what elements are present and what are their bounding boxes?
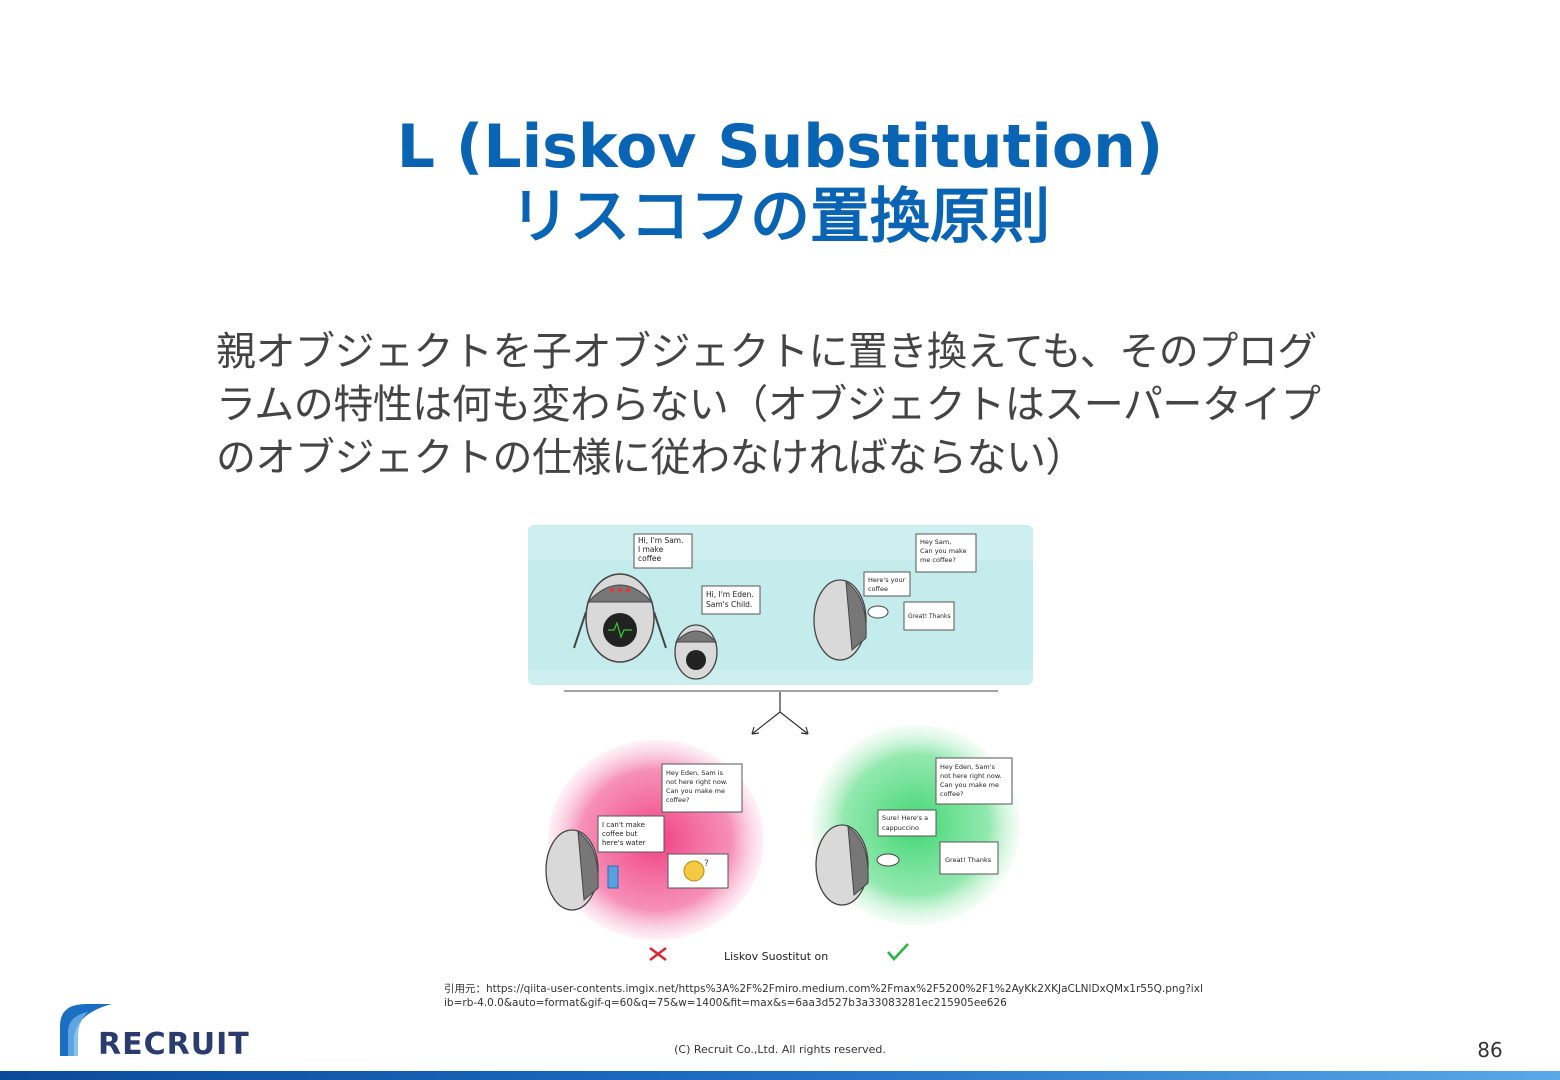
copyright: (C) Recruit Co.,Ltd. All rights reserved… xyxy=(674,1043,886,1056)
body-text: 親オブジェクトを子オブジェクトに置き換えても、そのプログラムの特性は何も変わらな… xyxy=(216,329,1321,481)
svg-text:Hi, I'm Eden. Sam's Chil: Hi, I'm Eden. Sam's Child. xyxy=(706,590,756,609)
svg-text:Here's your coffee: Here's your coffee xyxy=(868,576,907,593)
bottom-bar xyxy=(0,1071,1560,1080)
robot-sam xyxy=(573,573,667,663)
page-number: 86 xyxy=(1477,1038,1503,1062)
svg-text:Great! Thanks: Great! Thanks xyxy=(945,856,992,864)
bubble-heres: Here's your coffee xyxy=(863,571,911,597)
robot-eden-water xyxy=(545,829,619,911)
bubble-good-reply: Sure! Here's a cappuccino xyxy=(877,809,937,837)
title-line-2: リスコフの置換原則 xyxy=(510,182,1050,252)
svg-text:Hey Sam, Can you make: Hey Sam, Can you make me coffee? xyxy=(920,538,969,564)
svg-text:Great! Thanks: Great! Thanks xyxy=(908,613,951,620)
svg-text:Sure! Here's a cappuccin: Sure! Here's a cappuccino xyxy=(882,814,930,832)
slide-title: L (Liskov Substitution) リスコフの置換原則 xyxy=(0,112,1560,252)
branch-arrows xyxy=(751,692,809,735)
svg-text:?: ? xyxy=(704,859,709,869)
svg-text:Hey Eden, Sam is not her: Hey Eden, Sam is not here right now. Can… xyxy=(666,769,730,804)
bubble-good-request: Hey Eden, Sam's not here right now. Can … xyxy=(935,757,1013,805)
illustration-caption: Liskov Suostitut on xyxy=(724,950,828,963)
recruit-logo: RECRUIT xyxy=(60,1004,250,1058)
bubble-eden: Hi, I'm Eden. Sam's Child. xyxy=(701,585,761,615)
svg-text:Hey Eden, Sam's not here: Hey Eden, Sam's not here right now. Can … xyxy=(940,763,1004,798)
svg-text:I can't make coffee but: I can't make coffee but here's water xyxy=(602,821,647,847)
cross-icon xyxy=(649,947,667,961)
svg-text:Hi, I'm Sam. I make: Hi, I'm Sam. I make coffee xyxy=(638,536,686,563)
citation: 引用元：https://qiita-user-contents.imgix.ne… xyxy=(444,983,1203,1009)
robot-eden-cappuccino xyxy=(815,824,900,906)
confused-emoji-bubble: ? xyxy=(667,853,729,889)
svg-text:RECRUIT: RECRUIT xyxy=(98,1027,250,1058)
robot-eden xyxy=(674,624,718,680)
bubble-sam: Hi, I'm Sam. I make coffee xyxy=(633,533,693,569)
robot-sam-serving xyxy=(813,579,889,661)
bubble-bad-reply: I can't make coffee but here's water xyxy=(597,815,665,853)
bubble-thanks-top: Great! Thanks xyxy=(903,601,955,631)
title-line-1: L (Liskov Substitution) xyxy=(396,112,1164,182)
bubble-request: Hey Sam, Can you make me coffee? xyxy=(915,533,977,573)
bubble-bad-request: Hey Eden, Sam is not here right now. Can… xyxy=(661,763,743,813)
check-icon xyxy=(887,943,909,961)
bubble-good-thanks: Great! Thanks xyxy=(939,841,999,875)
liskov-illustration: Hi, I'm Sam. I make coffee Hi, I'm Eden.… xyxy=(528,525,1033,963)
